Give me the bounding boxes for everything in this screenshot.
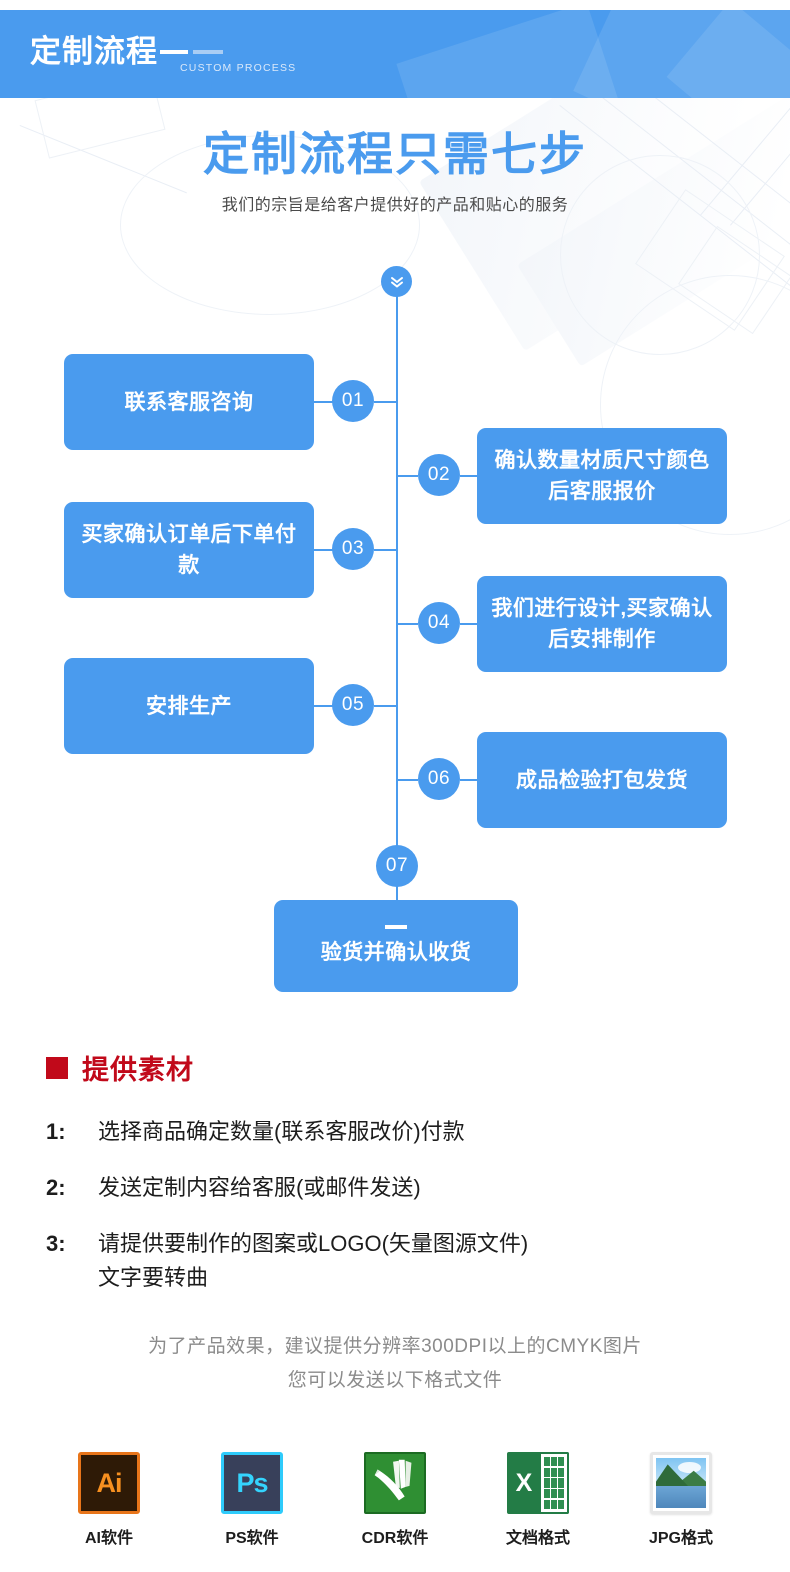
flow-step-04-number: 04 (418, 602, 460, 644)
coreldraw-icon (364, 1452, 426, 1514)
materials-item-3-number: 3: (46, 1231, 66, 1256)
materials-item-1-number: 1: (46, 1119, 66, 1144)
format-label-ps: PS软件 (225, 1530, 279, 1547)
flow-connector-left-01 (314, 401, 334, 403)
materials-item-2-number: 2: (46, 1175, 66, 1200)
materials-heading: 提供素材 (46, 1048, 194, 1087)
flow-step-01-box: 联系客服咨询 (64, 354, 314, 450)
excel-icon-mark: X (515, 1468, 533, 1497)
flow-step-06-box: 成品检验打包发货 (477, 732, 727, 828)
format-label-cdr: CDR软件 (361, 1530, 429, 1547)
materials-note-line2: 您可以发送以下格式文件 (287, 1370, 503, 1391)
ai-icon-mark: Ai (96, 1467, 123, 1498)
flow-step-02-number: 02 (418, 454, 460, 496)
format-label-excel: 文档格式 (505, 1530, 570, 1547)
materials-list-item-2: 2: 发送定制内容给客服(或邮件发送) (46, 1171, 746, 1205)
flow-step-07-number: 07 (376, 845, 418, 887)
materials-heading-text: 提供素材 (82, 1055, 194, 1085)
file-format-list: Ai AI软件 Ps PS软件 CDR软件 (0, 1452, 790, 1548)
flow-step-07-label: 验货并确认收货 (320, 940, 472, 964)
flow-connector-right-02 (460, 475, 478, 477)
format-label-jpg: JPG格式 (648, 1530, 714, 1547)
red-square-bullet-icon (46, 1056, 68, 1079)
adobe-illustrator-icon: Ai (78, 1452, 140, 1514)
flow-connector-left-06 (396, 779, 418, 781)
flow-step-07-box: 验货并确认收货 (274, 900, 518, 992)
materials-note-line1: 为了产品效果，建议提供分辨率300DPI以上的CMYK图片 (148, 1336, 642, 1357)
format-item-ai: Ai AI软件 (64, 1452, 154, 1548)
flow-connector-right-03 (374, 549, 398, 551)
format-label-ai: AI软件 (84, 1530, 133, 1547)
header-dash-light (193, 50, 223, 54)
excel-icon-grid (541, 1452, 569, 1514)
format-item-jpg: JPG格式 (636, 1452, 726, 1548)
ps-icon-mark: Ps (236, 1467, 268, 1498)
flow-connector-left-04 (396, 623, 418, 625)
flow-connector-left-02 (396, 475, 418, 477)
flow-step-06-number: 06 (418, 758, 460, 800)
excel-document-icon: X (507, 1452, 569, 1514)
process-flow-chart: 联系客服咨询 01 02 确认数量材质尺寸颜色后客服报价 买家确认订单后下单付款… (0, 262, 790, 1002)
format-item-ps: Ps PS软件 (207, 1452, 297, 1548)
flow-spine (396, 284, 398, 904)
header-dashes (160, 50, 223, 54)
format-item-excel: X 文档格式 (493, 1452, 583, 1548)
flow-connector-left-05 (314, 705, 334, 707)
flow-connector-right-01 (374, 401, 398, 403)
materials-list: 1: 选择商品确定数量(联系客服改价)付款 2: 发送定制内容给客服(或邮件发送… (46, 1115, 746, 1317)
materials-list-item-1: 1: 选择商品确定数量(联系客服改价)付款 (46, 1115, 746, 1149)
materials-item-2-line1: 发送定制内容给客服(或邮件发送) (98, 1175, 421, 1200)
materials-item-3-line2: 文字要转曲 (98, 1265, 209, 1290)
flow-connector-right-05 (374, 705, 398, 707)
header-title-cn: 定制流程 (30, 34, 158, 69)
flow-step-04-box: 我们进行设计,买家确认后安排制作 (477, 576, 727, 672)
flow-step-02-box: 确认数量材质尺寸颜色后客服报价 (477, 428, 727, 524)
adobe-photoshop-icon: Ps (221, 1452, 283, 1514)
flow-step-03-number: 03 (332, 528, 374, 570)
materials-note: 为了产品效果，建议提供分辨率300DPI以上的CMYK图片 您可以发送以下格式文… (0, 1330, 790, 1398)
flow-connector-right-04 (460, 623, 478, 625)
format-item-cdr: CDR软件 (350, 1452, 440, 1548)
excel-icon-left: X (507, 1452, 541, 1514)
flow-step-03-box: 买家确认订单后下单付款 (64, 502, 314, 598)
jpg-image-icon (650, 1452, 712, 1514)
materials-item-3-line1: 请提供要制作的图案或LOGO(矢量图源文件) (98, 1231, 529, 1256)
hero-subtitle: 我们的宗旨是给客户提供好的产品和贴心的服务 (221, 197, 569, 214)
header-title-en: CUSTOM PROCESS (180, 62, 297, 74)
hero-title-zone: 定制流程只需七步 我们的宗旨是给客户提供好的产品和贴心的服务 (0, 125, 790, 215)
section-header-band: 定制流程 CUSTOM PROCESS (0, 10, 790, 98)
hero-title: 定制流程只需七步 (203, 128, 587, 180)
flow-step-07-dash (385, 924, 407, 929)
header-dash-solid (160, 50, 188, 54)
flow-step-05-number: 05 (332, 684, 374, 726)
flow-step-01-number: 01 (332, 380, 374, 422)
flow-connector-right-06 (460, 779, 478, 781)
flow-connector-left-03 (314, 549, 334, 551)
flow-step-05-box: 安排生产 (64, 658, 314, 754)
double-chevron-down-icon (381, 266, 412, 297)
materials-item-1-line1: 选择商品确定数量(联系客服改价)付款 (98, 1119, 465, 1144)
materials-list-item-3: 3: 请提供要制作的图案或LOGO(矢量图源文件) 文字要转曲 (46, 1227, 746, 1295)
